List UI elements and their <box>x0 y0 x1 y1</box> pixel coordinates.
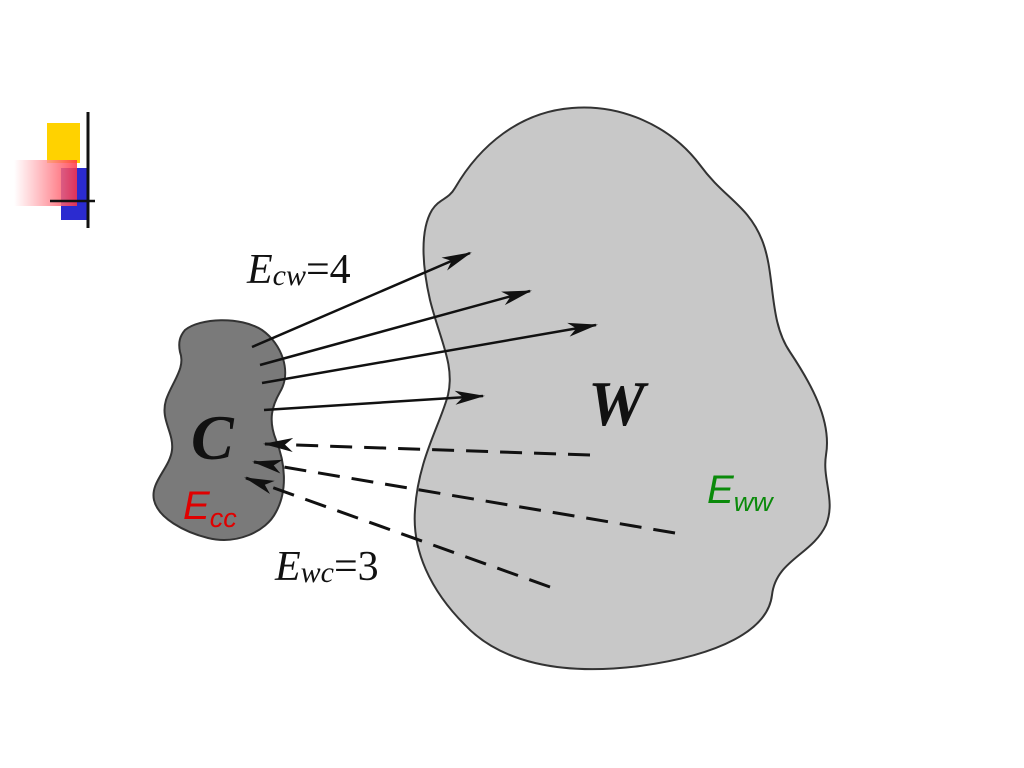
label-e-cc-sub: cc <box>210 503 238 533</box>
logo-red-gradient-square <box>14 160 77 206</box>
arrow-wc-3 <box>244 476 551 589</box>
cluster-w-shape <box>413 106 831 671</box>
arrows-wc-group <box>244 437 676 589</box>
label-e-cw-value: =4 <box>306 247 351 293</box>
label-e-wc-value: =3 <box>334 544 379 590</box>
logo-yellow-square <box>47 123 80 163</box>
arrow-cw-2 <box>259 289 532 367</box>
arrow-wc-2 <box>252 459 676 535</box>
cluster-w-label: W <box>588 368 649 439</box>
label-e-ww-main: E <box>707 468 735 512</box>
arrows-cw-group <box>251 251 598 412</box>
label-e-wc-main: E <box>274 544 301 590</box>
slide-logo-decoration <box>14 112 95 228</box>
label-e-ww: Eww <box>707 468 774 517</box>
label-e-wc: Ewc=3 <box>274 544 379 590</box>
label-e-cw-sub: cw <box>273 259 306 292</box>
label-e-cw: Ecw=4 <box>246 247 351 293</box>
cluster-c-label: C <box>191 402 235 473</box>
arrow-cw-4 <box>263 390 485 412</box>
arrow-cw-3 <box>261 322 598 385</box>
arrow-cw-1 <box>251 251 472 349</box>
arrow-wc-1 <box>263 437 591 457</box>
label-e-cc: Ecc <box>183 484 237 533</box>
label-e-cc-main: E <box>183 484 211 528</box>
label-e-cw-main: E <box>246 247 273 293</box>
label-e-ww-sub: ww <box>734 487 774 517</box>
label-e-wc-sub: wc <box>301 556 334 589</box>
